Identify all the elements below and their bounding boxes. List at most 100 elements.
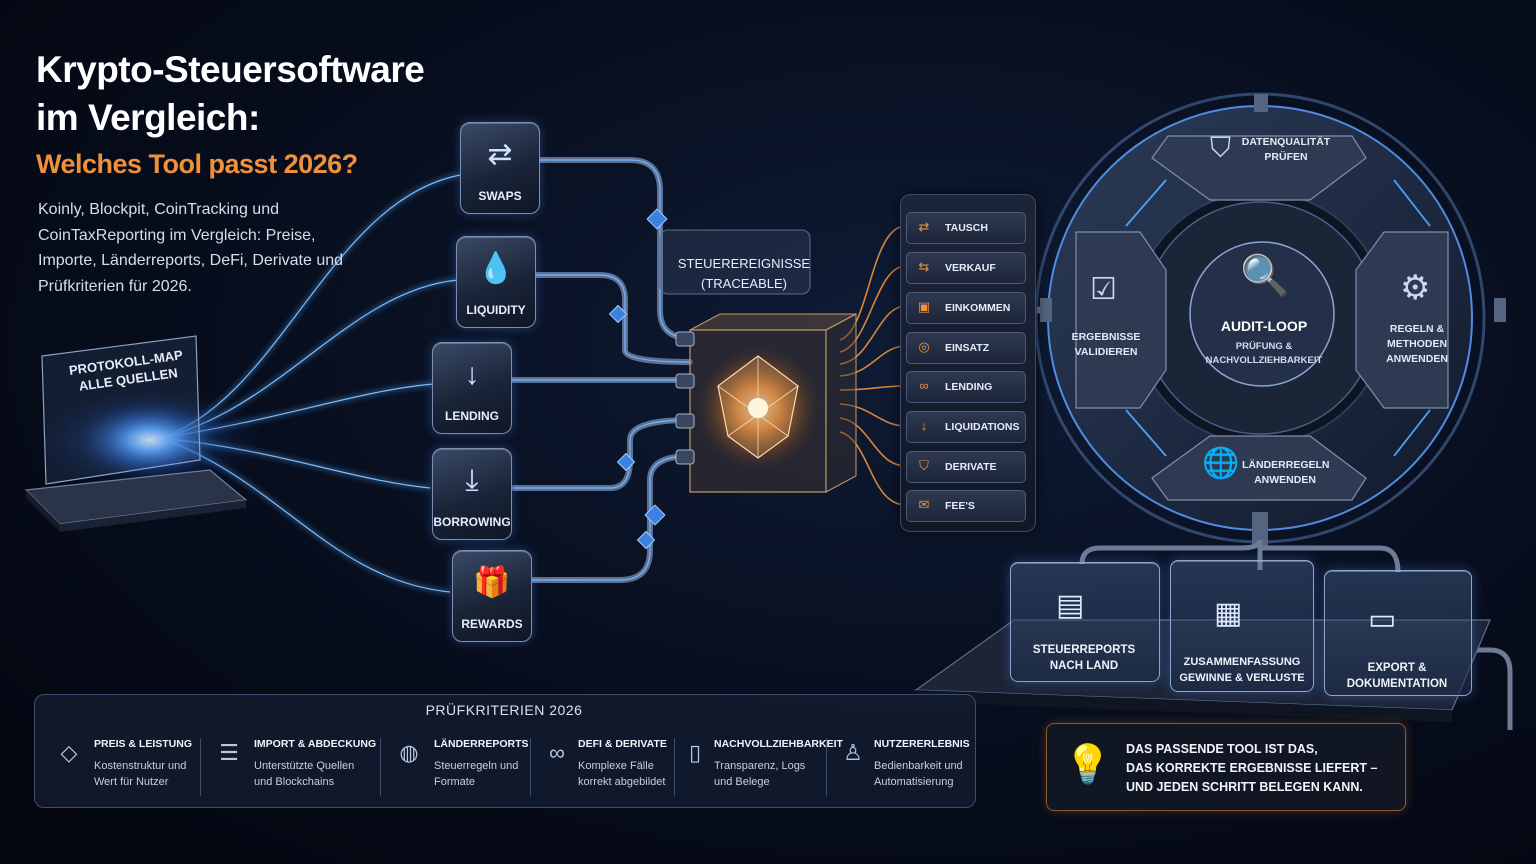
tax-event-label: DERIVATE bbox=[945, 461, 997, 473]
swap-icon: ⇄ bbox=[918, 219, 930, 234]
criteria-desc-line: Automatisierung bbox=[874, 776, 954, 788]
wheel-segment-line: ANWENDEN bbox=[1254, 474, 1316, 486]
source-node-rewards: 🎁 REWARDS bbox=[452, 550, 532, 642]
source-node-label: LENDING bbox=[445, 409, 499, 423]
chain-link-icon: ∞ bbox=[549, 740, 565, 765]
tax-event-item: ✉ FEE'S bbox=[906, 490, 1026, 522]
fee-icon: ✉ bbox=[918, 497, 930, 512]
output-box-export bbox=[1324, 570, 1472, 696]
criteria-title: PRÜFKRITERIEN 2026 bbox=[425, 702, 583, 718]
tax-events-title-line1: STEUEREREIGNISSE bbox=[677, 256, 811, 271]
source-node-label: LIQUIDITY bbox=[466, 303, 526, 317]
globe-icon: ◍ bbox=[399, 740, 419, 765]
conclusion-line: UND JEDEN SCHRITT BELEGEN KANN. bbox=[1126, 780, 1363, 794]
audit-loop-title: AUDIT-LOOP bbox=[1220, 318, 1308, 334]
sell-icon: ⇆ bbox=[918, 259, 930, 274]
output-box-tax-reports bbox=[1010, 562, 1160, 682]
criteria-desc-line: Unterstützte Quellen bbox=[254, 760, 355, 772]
intro-text: Koinly, Blockpit, CoinTracking und CoinT… bbox=[38, 201, 344, 295]
source-node-lending: ↓ LENDING bbox=[432, 342, 512, 434]
audit-loop-subtitle: PRÜFUNG & NACHVOLLZIEHBARKEIT bbox=[1196, 340, 1332, 368]
stake-icon: ◎ bbox=[918, 339, 930, 354]
criteria-desc: Komplexe Fälle korrekt abgebildet bbox=[578, 758, 665, 790]
tax-event-item: ▣ EINKOMMEN bbox=[906, 292, 1026, 324]
tax-event-label: TAUSCH bbox=[945, 222, 988, 234]
criteria-desc-line: Wert für Nutzer bbox=[94, 776, 169, 788]
lightbulb-icon: 💡 bbox=[1064, 744, 1112, 786]
output-line: ZUSAMMENFASSUNG bbox=[1183, 656, 1301, 668]
drop-icon: 💧 bbox=[477, 252, 515, 285]
globe-icon: 🌐 bbox=[1202, 447, 1240, 480]
income-icon: ▣ bbox=[917, 299, 931, 314]
criteria-desc-line: Formate bbox=[434, 776, 475, 788]
audit-loop-sub-line: NACHVOLLZIEHBARKEIT bbox=[1205, 355, 1323, 366]
wheel-segment-data-quality: DATENQUALITÄT PRÜFEN bbox=[1240, 135, 1332, 165]
tax-events-title-line2: (TRACEABLE) bbox=[701, 276, 787, 291]
criteria-item-import: ☰ IMPORT & ABDECKUNG Unterstützte Quelle… bbox=[214, 736, 378, 796]
criteria-desc-line: Steuerregeln und bbox=[434, 760, 519, 772]
wheel-segment-line: PRÜFEN bbox=[1264, 151, 1308, 163]
tax-event-item: ◎ EINSATZ bbox=[906, 332, 1026, 364]
magnifier-icon: 🔍 bbox=[1240, 254, 1290, 298]
criteria-desc: Steuerregeln und Formate bbox=[434, 758, 518, 790]
gift-icon: 🎁 bbox=[473, 566, 511, 599]
file-icon: ▯ bbox=[688, 740, 702, 765]
criteria-desc: Unterstützte Quellen und Blockchains bbox=[254, 758, 354, 790]
tax-event-item: ⇆ VERKAUF bbox=[906, 252, 1026, 284]
output-label: STEUERREPORTS NACH LAND bbox=[1014, 642, 1154, 674]
tax-event-label: FEE'S bbox=[945, 500, 975, 512]
criteria-desc: Kostenstruktur und Wert für Nutzer bbox=[94, 758, 186, 790]
source-node-label: REWARDS bbox=[461, 617, 523, 631]
conclusion-line: DAS KORREKTE ERGEBNISSE LIEFERT – bbox=[1126, 761, 1378, 775]
hand-arrow-icon: ↓ bbox=[464, 358, 480, 391]
source-node-liquidity: 💧 LIQUIDITY bbox=[456, 236, 536, 328]
tax-event-label: VERKAUF bbox=[945, 262, 996, 274]
page-title-line1: Krypto-Steuersoftware bbox=[36, 49, 425, 90]
tax-events-title: STEUEREREIGNISSE (TRACEABLE) bbox=[676, 254, 812, 294]
shield-check-icon: ⛉ bbox=[1210, 132, 1232, 163]
wheel-segment-line: VALIDIEREN bbox=[1074, 346, 1138, 358]
wheel-segment-validate: ERGEBNISSE VALIDIEREN bbox=[1070, 330, 1142, 360]
audit-loop-sub-line: PRÜFUNG & bbox=[1235, 341, 1293, 352]
source-node-label: SWAPS bbox=[478, 189, 522, 203]
criteria-desc-line: korrekt abgebildet bbox=[578, 776, 666, 788]
criteria-divider bbox=[674, 738, 675, 796]
wheel-segment-rules: REGELN & METHODEN ANWENDEN bbox=[1382, 322, 1452, 367]
checklist-icon: ☑ bbox=[1090, 273, 1117, 306]
gear-icon: ⚙ bbox=[1400, 269, 1431, 307]
tax-event-item: ↓ LIQUIDATIONS bbox=[906, 411, 1026, 443]
output-line: DOKUMENTATION bbox=[1346, 678, 1448, 690]
criteria-divider bbox=[530, 738, 531, 796]
tax-event-label: EINKOMMEN bbox=[945, 302, 1011, 314]
output-line: EXPORT & bbox=[1367, 662, 1427, 674]
output-line: NACH LAND bbox=[1049, 660, 1119, 672]
criteria-item-price: ◇ PREIS & LEISTUNG Kostenstruktur und We… bbox=[54, 736, 200, 796]
criteria-item-country-reports: ◍ LÄNDERREPORTS Steuerregeln und Formate bbox=[394, 736, 530, 796]
tray-download-icon: ⤓ bbox=[465, 464, 479, 497]
database-icon: ☰ bbox=[219, 740, 239, 765]
criteria-panel bbox=[34, 694, 976, 808]
wheel-segment-line: REGELN & bbox=[1389, 323, 1445, 335]
criteria-head: IMPORT & ABDECKUNG bbox=[254, 738, 377, 750]
tax-event-label: LIQUIDATIONS bbox=[945, 421, 1020, 433]
swap-arrows-icon: ⇄ bbox=[487, 138, 513, 171]
page-title-line2: im Vergleich: bbox=[36, 97, 260, 138]
tax-event-item: ⛉ DERIVATE bbox=[906, 451, 1026, 483]
criteria-desc-line: Kostenstruktur und bbox=[94, 760, 187, 772]
output-line: GEWINNE & VERLUSTE bbox=[1179, 672, 1305, 684]
criteria-divider bbox=[826, 738, 827, 796]
wheel-segment-line: ANWENDEN bbox=[1386, 353, 1448, 365]
criteria-divider bbox=[200, 738, 201, 796]
tax-event-item: ⇄ TAUSCH bbox=[906, 212, 1026, 244]
criteria-desc-line: und Blockchains bbox=[254, 776, 335, 788]
criteria-desc-line: und Belege bbox=[714, 776, 770, 788]
output-label: ZUSAMMENFASSUNG GEWINNE & VERLUSTE bbox=[1168, 654, 1316, 686]
wheel-segment-country-rules: LÄNDERREGELN ANWENDEN bbox=[1242, 458, 1330, 488]
criteria-desc-line: Transparenz, Logs bbox=[714, 760, 806, 772]
criteria-desc-line: Komplexe Fälle bbox=[578, 760, 654, 772]
wheel-segment-line: LÄNDERREGELN bbox=[1242, 459, 1330, 471]
criteria-head: NACHVOLLZIEHBARKEIT bbox=[714, 738, 843, 750]
criteria-head: NUTZERERLEBNIS bbox=[874, 738, 970, 750]
criteria-desc-line: Bedienbarkeit und bbox=[874, 760, 963, 772]
